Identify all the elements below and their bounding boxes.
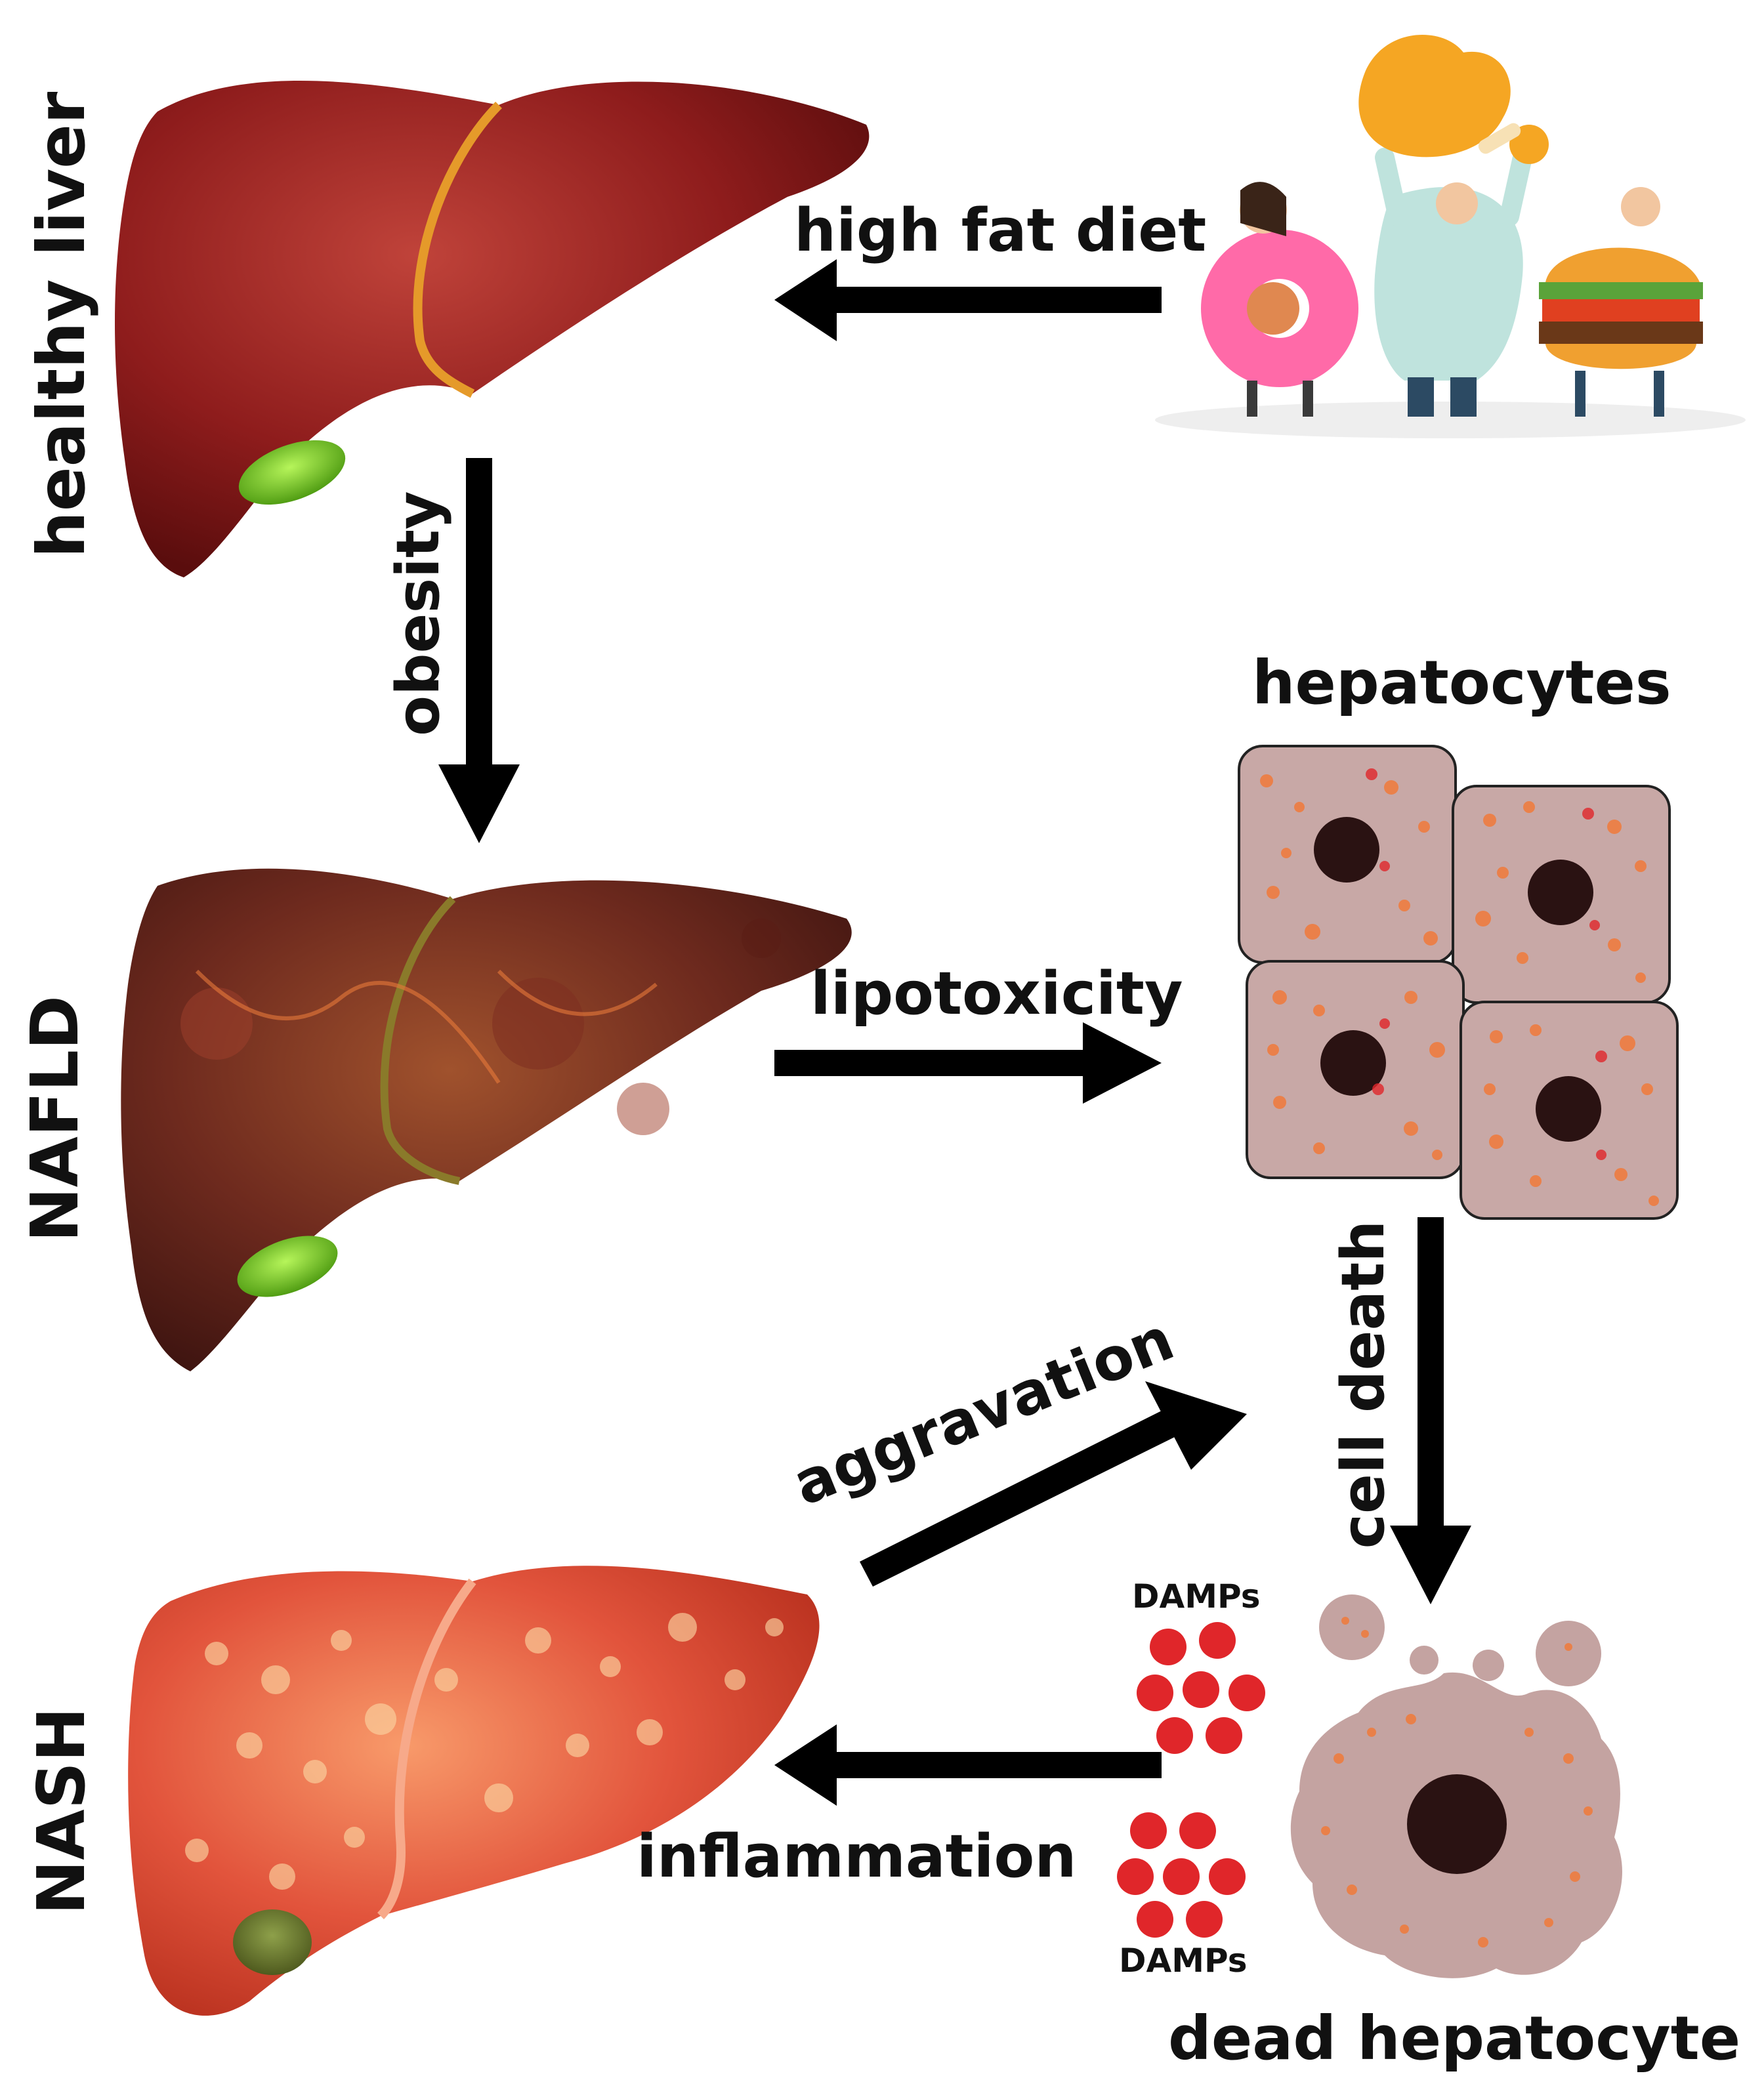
arrow-aggravation bbox=[860, 1381, 1247, 1587]
dead-hepatocyte-cell bbox=[1290, 1594, 1622, 1978]
nucleus bbox=[1528, 860, 1593, 925]
nucleus bbox=[1314, 817, 1379, 883]
lipotoxicity-label: lipotoxicity bbox=[810, 959, 1183, 1028]
nucleus bbox=[1536, 1076, 1601, 1142]
damps-label-bottom: DAMPs bbox=[1119, 1942, 1247, 1980]
damps-label-top: DAMPs bbox=[1132, 1577, 1260, 1615]
damps-cluster-bottom bbox=[1117, 1812, 1246, 1938]
healthy-liver-illustration bbox=[115, 81, 870, 578]
junk-food-people-icon bbox=[1155, 34, 1746, 438]
hepatocytes-cluster bbox=[1238, 745, 1679, 1220]
damps-cluster-top bbox=[1137, 1622, 1265, 1754]
inflammation-label: inflammation bbox=[637, 1822, 1076, 1891]
nash-liver-illustration bbox=[128, 1566, 820, 2016]
cell-death-label: cell death bbox=[1329, 1220, 1398, 1549]
nucleus bbox=[1407, 1774, 1507, 1874]
arrow-inflammation bbox=[774, 1724, 1162, 1806]
aggravation-label: aggravation bbox=[784, 1304, 1183, 1519]
arrow-obesity bbox=[438, 458, 520, 843]
hepatocytes-label: hepatocytes bbox=[1252, 648, 1671, 718]
nash-label: NASH bbox=[23, 1707, 100, 1915]
obesity-label: obesity bbox=[384, 491, 453, 736]
arrow-lipotoxicity bbox=[774, 1022, 1162, 1104]
nafld-label: NAFLD bbox=[16, 995, 93, 1242]
nucleus bbox=[1320, 1030, 1386, 1096]
nafld-liver-illustration bbox=[121, 868, 852, 1371]
high-fat-diet-label: high fat diet bbox=[794, 196, 1206, 265]
arrow-diet-to-liver bbox=[774, 259, 1162, 341]
arrow-cell-death bbox=[1390, 1217, 1471, 1604]
healthy-liver-label: healthy liver bbox=[23, 91, 100, 558]
dead-hepatocyte-label: dead hepatocyte bbox=[1168, 2003, 1740, 2073]
